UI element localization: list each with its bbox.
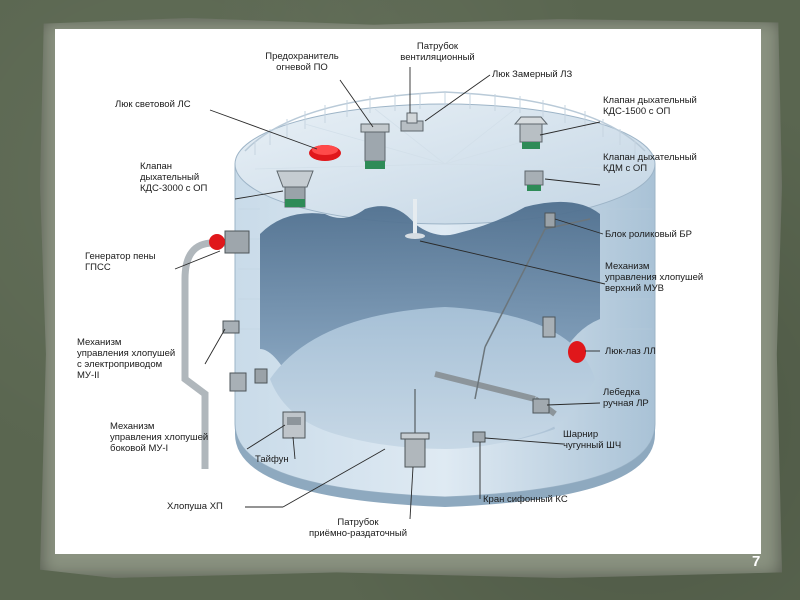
label-roller-block: Блок роликовый БР — [605, 229, 693, 240]
label-muv: Механизм управления хлопушей верхний МУВ — [605, 261, 704, 294]
label-hinge: Шарнир чугунный ШЧ — [563, 429, 622, 451]
leader-lines — [174, 67, 606, 520]
roller-block — [544, 212, 556, 228]
foam-generator — [181, 230, 250, 469]
label-valve-kds1500: Клапан дыхательный КДС-1500 с ОП — [603, 95, 697, 117]
page-number: 7 — [752, 553, 761, 570]
vent-pipe — [400, 112, 424, 132]
label-siphon-valve: Кран сифонный КС — [483, 494, 568, 505]
valve-kds3000 — [276, 170, 314, 208]
label-light-hatch: Люк световой ЛС — [115, 99, 191, 110]
label-typhoon: Тайфун — [255, 454, 289, 465]
mu2-mechanism — [222, 320, 240, 334]
hinge — [472, 431, 486, 443]
label-mu1: Механизм управления хлопушей боковой МУ-… — [110, 421, 209, 454]
label-vent-pipe: Патрубок вентиляционный — [400, 41, 475, 63]
valve-kdm — [524, 170, 544, 191]
winch — [532, 398, 550, 414]
gauge-hatch — [513, 116, 549, 149]
label-inlet-pipe: Патрубок приёмно-раздаточный — [308, 517, 408, 539]
content-panel: Предохранитель огневой ПО Патрубок венти… — [55, 29, 761, 554]
muv-mechanism — [542, 316, 556, 338]
label-clapper: Хлопуша ХП — [167, 501, 223, 512]
label-manhole: Люк-лаз ЛЛ — [605, 346, 656, 357]
manhole — [568, 341, 586, 363]
fire-arrester — [360, 123, 390, 169]
tank-diagram — [174, 67, 656, 520]
inner-mast — [405, 199, 425, 239]
label-foam-generator: Генератор пены ГПСС — [85, 251, 156, 273]
label-fire-arrester: Предохранитель огневой ПО — [265, 51, 339, 73]
siphon-valve — [400, 432, 430, 468]
label-valve-kds3000: Клапан дыхательный КДС-3000 с ОП — [140, 161, 208, 194]
typhoon-device — [282, 411, 306, 439]
label-mu2: Механизм управления хлопушей с электропр… — [77, 337, 176, 381]
mu1-mechanism — [229, 368, 268, 392]
label-winch: Лебедка ручная ЛР — [603, 387, 649, 409]
label-gauge-hatch: Люк Замерный ЛЗ — [492, 69, 573, 80]
label-valve-kdm: Клапан дыхательный КДМ с ОП — [603, 152, 697, 174]
